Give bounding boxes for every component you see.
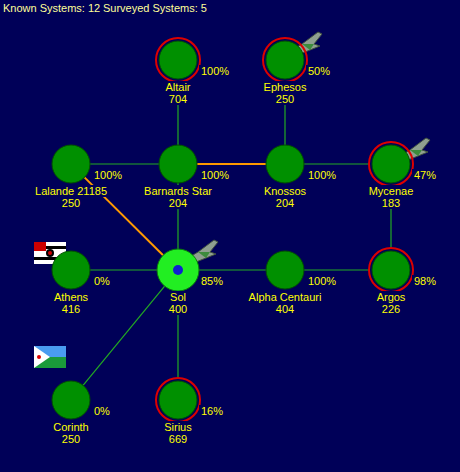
system-name: Barnards Star	[142, 185, 214, 197]
star-system: Alpha Centauri404100%	[261, 246, 309, 294]
star-system: Lalande 21185250100%	[47, 140, 95, 188]
star-system: Sol40085%	[154, 246, 202, 294]
system-value: 183	[380, 197, 402, 209]
survey-percent: 98%	[412, 275, 438, 287]
star-circle	[261, 246, 309, 294]
star-circle	[154, 140, 202, 188]
survey-percent: 16%	[199, 405, 225, 417]
star-system: Argos22698%	[367, 246, 415, 294]
star-circle	[47, 246, 95, 294]
empire-flag	[34, 346, 66, 368]
system-value: 404	[274, 303, 296, 315]
hyperlane	[83, 286, 165, 385]
system-name: Knossos	[262, 185, 308, 197]
star-system: Mycenae18347%	[367, 140, 415, 188]
system-name: Mycenae	[367, 185, 416, 197]
system-name: Corinth	[51, 421, 90, 433]
hyperlane	[90, 163, 159, 164]
system-value: 704	[167, 93, 189, 105]
survey-percent: 100%	[306, 169, 338, 181]
system-value: 226	[380, 303, 402, 315]
star-circle	[154, 246, 202, 294]
star-circle	[261, 36, 309, 84]
star-system: Athens4160%	[47, 246, 95, 294]
system-value: 669	[167, 433, 189, 445]
status-text: Surveyed Systems: 5	[103, 2, 207, 14]
system-name: Sol	[168, 291, 188, 303]
system-name: Argos	[375, 291, 408, 303]
star-circle	[367, 246, 415, 294]
system-name: Sirius	[162, 421, 194, 433]
hyperlane	[90, 269, 157, 270]
survey-percent: 0%	[92, 405, 112, 417]
star-system: Barnards Star204100%	[154, 140, 202, 188]
system-name: Ephesos	[262, 81, 309, 93]
hyperlane	[304, 163, 368, 164]
system-name: Alpha Centauri	[247, 291, 324, 303]
system-value: 204	[167, 197, 189, 209]
system-value: 250	[60, 433, 82, 445]
star-system: Knossos204100%	[261, 140, 309, 188]
survey-percent: 47%	[412, 169, 438, 181]
survey-percent: 0%	[92, 275, 112, 287]
star-system: Ephesos25050%	[261, 36, 309, 84]
survey-percent: 50%	[306, 65, 332, 77]
survey-percent: 100%	[92, 169, 124, 181]
survey-percent: 100%	[306, 275, 338, 287]
survey-percent: 100%	[199, 65, 231, 77]
status-text: Known Systems: 12	[3, 2, 100, 14]
star-circle	[367, 140, 415, 188]
star-circle	[154, 36, 202, 84]
survey-percent: 85%	[199, 275, 225, 287]
system-value: 204	[274, 197, 296, 209]
system-value: 416	[60, 303, 82, 315]
star-circle	[261, 140, 309, 188]
survey-percent: 100%	[199, 169, 231, 181]
star-system: Sirius66916%	[154, 376, 202, 424]
hyperlane	[197, 163, 266, 165]
hyperlane	[304, 269, 368, 270]
star-system: Altair704100%	[154, 36, 202, 84]
star-circle	[47, 140, 95, 188]
star-system: Corinth2500%	[47, 376, 95, 424]
system-value: 400	[167, 303, 189, 315]
system-name: Athens	[52, 291, 90, 303]
star-circle	[154, 376, 202, 424]
system-value: 250	[60, 197, 82, 209]
system-name: Altair	[163, 81, 192, 93]
system-name: Lalande 21185	[33, 185, 109, 197]
system-value: 250	[274, 93, 296, 105]
star-circle	[47, 376, 95, 424]
hyperlane	[199, 269, 266, 270]
